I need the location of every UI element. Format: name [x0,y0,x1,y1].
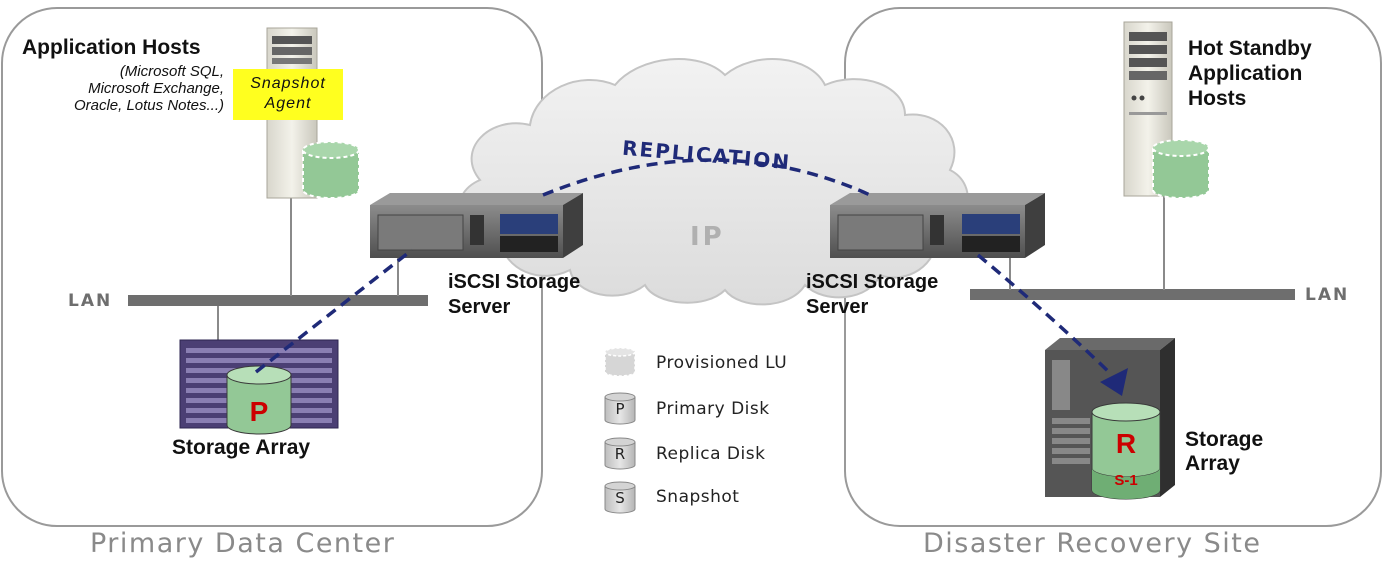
replication-arrowhead [1100,368,1128,396]
snapshot-agent-box: Snapshot Agent [233,69,343,120]
primary-lan-label: LAN [68,291,113,311]
primary-provisioned-lu [302,141,360,199]
primary-array-label: Storage Array [172,436,311,459]
dr-server-label: iSCSI Storage Server [806,270,938,320]
dr-hosts-title-line: Application [1188,62,1303,85]
dr-iscsi-server [830,193,1045,258]
dr-array-label: Storage Array [1185,428,1263,476]
replica-disk-letter: R [1115,428,1137,459]
legend-item-label: Replica Disk [656,444,766,464]
primary-server-label: iSCSI Storage Server [448,270,580,320]
dr-hosts-title-line: Hot Standby [1188,37,1312,60]
dr-replica-disk [1091,402,1161,500]
dr-hosts-title: Hot Standby Application Hosts [1188,36,1312,111]
server-label-line: iSCSI Storage [806,271,939,293]
server-label-line: iSCSI Storage [448,271,581,293]
primary-disk [226,365,292,435]
server-label-line: Server [448,296,511,318]
app-hosts-title: Application Hosts [22,36,201,59]
legend-item-label: Primary Disk [656,399,770,419]
dr-provisioned-lu [1152,139,1210,199]
agent-label-line: Snapshot [250,75,326,92]
legend-symbol-letter: P [615,400,625,418]
app-hosts-detail-line: Oracle, Lotus Notes...) [73,97,224,114]
legend-symbols [604,347,636,514]
agent-label-line: Agent [264,95,312,112]
server-label-line: Server [806,296,869,318]
array-label-line: Array [1185,452,1240,475]
dr-hosts-title-line: Hosts [1188,87,1247,110]
dr-lan-bar [970,289,1295,300]
snapshot-label: S-1 [1114,472,1138,489]
replication-path [254,158,1114,377]
dr-connectors [1009,196,1165,290]
ip-cloud [457,58,969,306]
legend-item-label: Snapshot [656,487,740,507]
app-hosts-detail-line: Microsoft Exchange, [88,80,224,97]
primary-connectors [217,198,399,340]
array-label-line: Storage [1185,428,1264,451]
legend-symbol-letter: S [615,489,625,507]
legend-symbol-letter: R [614,445,626,463]
primary-lan-bar [128,295,428,306]
primary-iscsi-server [370,193,583,258]
app-hosts-detail: (Microsoft SQL, Microsoft Exchange, Orac… [40,63,224,114]
app-hosts-detail-line: (Microsoft SQL, [119,63,224,80]
dr-lan-label: LAN [1305,285,1350,305]
legend-item-label: Provisioned LU [656,353,788,373]
primary-site-title: Primary Data Center [90,528,396,559]
dr-site-title: Disaster Recovery Site [923,528,1262,559]
ip-label: IP [690,222,725,252]
primary-disk-letter: P [249,396,269,427]
